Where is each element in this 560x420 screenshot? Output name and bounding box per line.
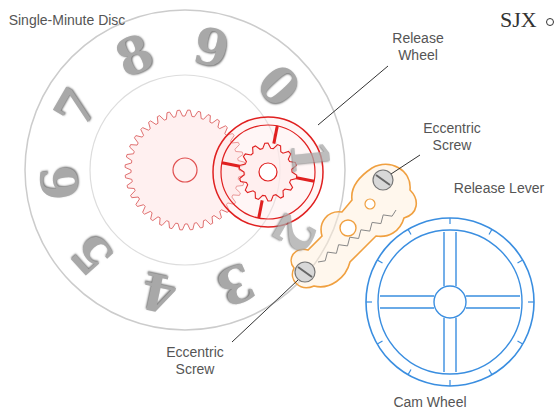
part-label: Eccentric Screw [412, 120, 492, 154]
spoke [296, 178, 314, 182]
cam-wheel-hub [434, 286, 466, 318]
cam-step [408, 370, 411, 375]
lever-pivot [340, 220, 356, 236]
part-label: Cam Wheel [380, 394, 480, 411]
part-label: Eccentric Screw [150, 344, 240, 378]
cam-step [377, 341, 382, 344]
eccentric-screw [295, 262, 315, 282]
cam-wheel-inner-rim [378, 230, 522, 374]
part-label: Release Lever [444, 180, 554, 197]
cam-step [408, 229, 411, 234]
cam-step [518, 341, 523, 344]
spoke [222, 163, 240, 167]
cam-step [489, 229, 492, 234]
cam-step [366, 301, 372, 302]
cam-step [449, 380, 450, 386]
cam-step [489, 370, 492, 375]
leader-line [318, 66, 388, 125]
cam-steps [366, 218, 534, 386]
cam-wheel-rim [366, 218, 534, 386]
disc-numeral: 6 [33, 163, 88, 203]
leader-line [391, 155, 420, 174]
cam-step [518, 260, 523, 263]
screw-slot [376, 175, 390, 185]
eccentric-screw [373, 170, 393, 190]
cam-step [528, 301, 534, 302]
spoke [274, 126, 278, 144]
watermark: SJX [500, 8, 537, 32]
lever-pin [365, 199, 375, 209]
screw-slot [298, 267, 312, 277]
part-label: Release Wheel [378, 30, 458, 64]
logo-ring [547, 19, 554, 26]
part-label: Single-Minute Disc [8, 12, 126, 29]
disc-gear-hub [173, 158, 197, 182]
cam-wheel-spokes [380, 232, 520, 372]
spoke [259, 200, 263, 218]
disc-numeral: 1 [282, 137, 337, 177]
release-wheel-hub [259, 163, 277, 181]
cam-step [377, 260, 382, 263]
cam-step [449, 218, 450, 224]
